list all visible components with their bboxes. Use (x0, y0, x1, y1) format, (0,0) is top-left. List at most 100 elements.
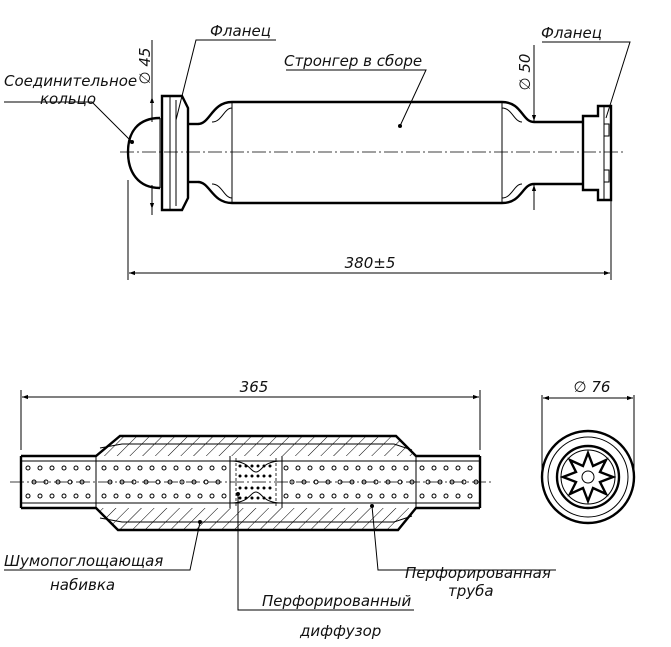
perforation-hole (319, 465, 325, 471)
perforation-hole (49, 493, 55, 499)
perforation-hole (25, 493, 31, 499)
perforation-hole (113, 465, 119, 471)
assembly-view: ∅ 45 ∅ 50 380±5 Фланец Соединительное ко… (4, 22, 631, 280)
perforation-hole (101, 465, 107, 471)
perforation-hole (221, 465, 227, 471)
perforation-hole (467, 493, 473, 499)
diffuser-hole (250, 496, 254, 500)
label-pipe-2: труба (448, 582, 494, 600)
perforation-hole (289, 479, 295, 485)
diffuser-hole (268, 486, 272, 490)
left-flange (160, 94, 190, 212)
perforation-hole (25, 465, 31, 471)
perforation-hole (367, 493, 373, 499)
dim-d76: ∅ 76 (574, 378, 611, 396)
label-flange-left: Фланец (210, 22, 271, 40)
perforation-hole (343, 493, 349, 499)
label-diffuser-1: Перфорированный (262, 592, 411, 610)
label-ring-1: Соединительное (4, 72, 137, 90)
perforation-hole (49, 465, 55, 471)
perforation-hole (197, 493, 203, 499)
diffuser-hole (238, 486, 242, 490)
dim-d50: ∅ 50 (516, 54, 534, 91)
label-flange-right: Фланец (541, 24, 602, 42)
sound-packing-bottom (98, 508, 414, 530)
diffuser-hole (238, 464, 242, 468)
perforation-hole (161, 465, 167, 471)
sound-packing-top (98, 436, 414, 456)
perforation-hole (185, 465, 191, 471)
perforation-hole (283, 493, 289, 499)
diffuser-hole (256, 486, 260, 490)
label-ring-2: кольцо (40, 90, 96, 108)
perforation-hole (355, 493, 361, 499)
perforation-hole (185, 493, 191, 499)
perforation-hole (85, 493, 91, 499)
dim-d45: ∅ 45 (136, 48, 154, 85)
perforation-hole (197, 465, 203, 471)
perforation-hole (431, 465, 437, 471)
perforation-hole (209, 493, 215, 499)
perforation-hole (85, 465, 91, 471)
connecting-ring (126, 116, 161, 190)
diffuser-hole (250, 464, 254, 468)
right-flange (581, 104, 613, 202)
perforation-hole (37, 465, 43, 471)
perforation-hole (161, 493, 167, 499)
perforation-hole (367, 465, 373, 471)
perforation-hole (331, 493, 337, 499)
perforation-hole (443, 465, 449, 471)
perforation-hole (467, 465, 473, 471)
perforation-hole (455, 493, 461, 499)
perforation-hole (419, 465, 425, 471)
end-view: ∅ 76 (540, 378, 636, 525)
perforation-hole (283, 465, 289, 471)
perforation-hole (355, 465, 361, 471)
perforation-hole (331, 465, 337, 471)
perforation-hole (379, 493, 385, 499)
perforation-hole (295, 493, 301, 499)
perforation-hole (419, 493, 425, 499)
perforation-hole (137, 493, 143, 499)
perforation-hole (73, 465, 79, 471)
diffuser-hole (256, 474, 260, 478)
diffuser-hole (268, 474, 272, 478)
perforated-diffuser (229, 460, 283, 473)
diffuser-hole (256, 464, 260, 468)
perforation-hole (379, 465, 385, 471)
diffuser-hole (262, 486, 266, 490)
diffuser-hole (238, 474, 242, 478)
perforation-hole (61, 465, 67, 471)
diffuser-hole (256, 496, 260, 500)
perforation-hole (343, 465, 349, 471)
perforation-hole (443, 493, 449, 499)
diffuser-hole (244, 464, 248, 468)
perforation-hole (61, 493, 67, 499)
perforation-hole (113, 493, 119, 499)
label-pipe-1: Перфорированная (405, 564, 551, 582)
diffuser-hole (250, 474, 254, 478)
perforation-hole (37, 493, 43, 499)
diffuser-hole (268, 464, 272, 468)
label-stronger: Стронгер в сборе (284, 52, 422, 70)
label-sound-1: Шумопоглощающая (4, 552, 163, 570)
diffuser-hole (268, 496, 272, 500)
diffuser-hole (250, 486, 254, 490)
diffuser-hole (244, 496, 248, 500)
perforation-hole (209, 465, 215, 471)
perforation-hole (101, 493, 107, 499)
label-diffuser-2: диффузор (299, 622, 381, 640)
perforation-hole (179, 479, 185, 485)
perforation-hole (73, 493, 79, 499)
perforation-hole (391, 493, 397, 499)
diffuser-hole (262, 474, 266, 478)
perforation-hole (125, 465, 131, 471)
perforation-hole (125, 493, 131, 499)
dim-365: 365 (240, 378, 269, 396)
perforation-hole (307, 465, 313, 471)
perforation-hole (295, 465, 301, 471)
stronger-body (197, 100, 535, 126)
perforation-hole (307, 493, 313, 499)
perforation-hole (431, 493, 437, 499)
